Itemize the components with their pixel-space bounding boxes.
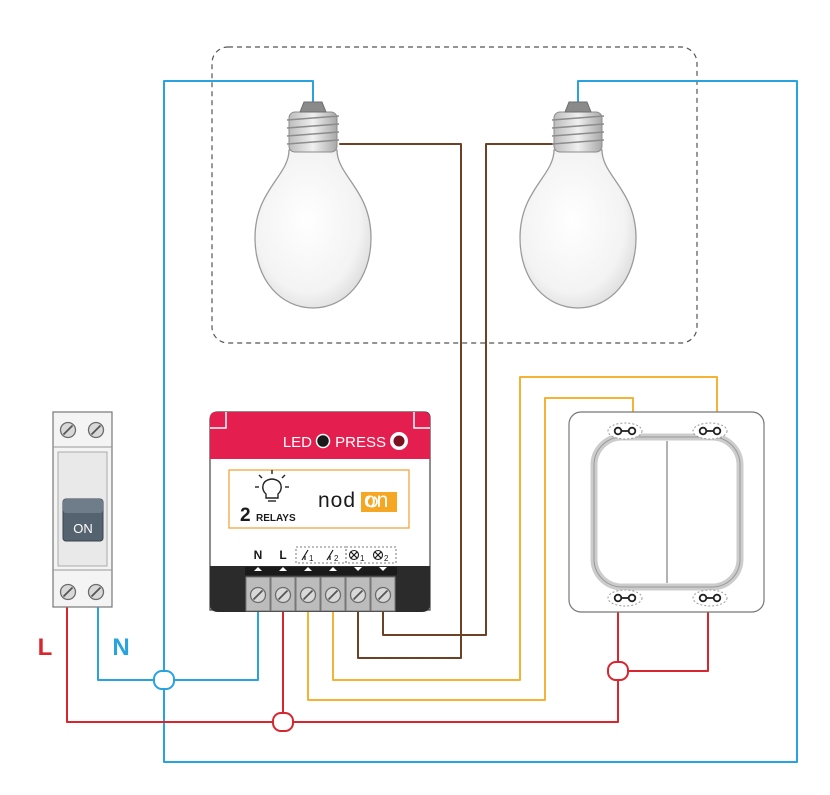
relay-module: LED PRESS 2 RELAYS nod on N L (209, 411, 431, 612)
live-junction-switch (607, 661, 629, 681)
load-wire-2 (382, 143, 554, 636)
relays-count: 2 (240, 505, 251, 526)
switch-input-2-label: 2 (334, 554, 339, 563)
breaker-state-label: ON (73, 521, 93, 536)
terminal-screws (245, 576, 396, 612)
switch-wire-2 (332, 376, 718, 681)
press-label: PRESS (335, 434, 386, 451)
led-indicator (315, 433, 331, 449)
circuit-breaker: ON (52, 411, 113, 608)
lamp-symbol-icon (372, 549, 384, 561)
lamp-symbol-icon (348, 549, 360, 561)
switch-terminal (692, 422, 728, 440)
load-wire-1 (339, 143, 462, 659)
live-label: L (38, 634, 53, 661)
output-labels: 1 2 (345, 546, 397, 564)
switch-icon (301, 549, 309, 561)
live-junction-bottom (272, 712, 294, 732)
output-2-label: 2 (384, 554, 389, 563)
bulb-icon (254, 101, 372, 309)
switch-wire-1 (307, 397, 634, 701)
switch-terminal (692, 589, 728, 607)
wires (66, 80, 798, 763)
led-label: LED (283, 434, 312, 451)
switch-input-1-label: 1 (309, 554, 314, 563)
bulb-icon (519, 101, 637, 309)
terminal-n-label: N (254, 548, 263, 562)
output-1-label: 1 (360, 554, 365, 563)
switch-terminal (607, 422, 643, 440)
switch-terminal (607, 589, 643, 607)
neutral-wire-main (163, 80, 798, 763)
neutral-wire-breaker (97, 599, 259, 681)
brand-prefix: nod (318, 489, 356, 512)
live-wire-main (66, 599, 619, 723)
bulb-icon (255, 470, 289, 502)
relays-label: RELAYS (256, 513, 296, 524)
terminal-l-label: L (279, 548, 286, 562)
wall-switch (568, 411, 765, 613)
neutral-junction (153, 670, 175, 690)
switch-icon (326, 549, 334, 561)
power-icon (366, 496, 378, 508)
lamps-enclosure (211, 46, 698, 344)
neutral-label: N (112, 634, 129, 661)
live-wire-switch-bridge (617, 599, 709, 672)
